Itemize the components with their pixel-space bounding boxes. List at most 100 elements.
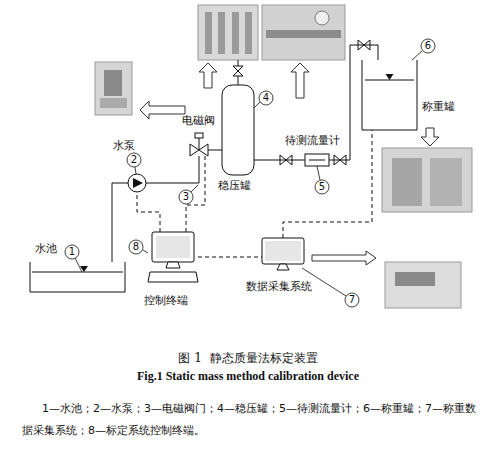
pipe-line <box>112 183 128 262</box>
valve-symbol <box>280 155 292 165</box>
photo-detail <box>218 12 225 54</box>
photo-detail <box>205 12 212 54</box>
callout-number: 3 <box>179 190 193 204</box>
control-terminal: 控制终端 <box>148 232 198 282</box>
callout-circle <box>65 245 79 259</box>
water-pool: 水池 <box>30 262 125 292</box>
pump-mark <box>133 178 143 188</box>
shape-outline <box>305 154 329 166</box>
photo-detail <box>430 158 462 206</box>
leader-line <box>317 166 320 180</box>
signal-line <box>137 192 160 232</box>
component-label: 数据采集系统 <box>246 280 312 293</box>
shape-outline <box>222 85 254 175</box>
signal-line <box>186 156 205 232</box>
photo-frame <box>385 262 461 308</box>
photo-detail <box>232 12 239 54</box>
photo-frame <box>382 148 472 212</box>
water-level-mark <box>386 74 394 80</box>
shape-outline <box>190 144 208 156</box>
callout-number: 7 <box>345 293 359 307</box>
photo-detail <box>266 30 341 38</box>
valve-symbol <box>358 40 370 50</box>
callout-circle <box>315 180 329 194</box>
callout-circle <box>129 240 143 254</box>
meter-body <box>305 154 329 166</box>
screen <box>156 236 190 258</box>
shape-outline <box>362 60 417 130</box>
leader-line <box>254 102 260 108</box>
callouts <box>65 39 435 307</box>
hollow-arrow <box>421 128 439 146</box>
water-pump: 水泵 <box>128 174 146 192</box>
callout-circle <box>259 91 273 105</box>
callout-number: 1 <box>65 245 79 259</box>
leader-line <box>412 51 422 60</box>
stand <box>277 264 289 270</box>
pool-outline <box>30 262 125 292</box>
hollow-arrow <box>291 63 309 98</box>
component-label: 水泵 <box>113 139 135 152</box>
pipe-line <box>254 160 305 161</box>
hollow-arrow <box>199 63 217 88</box>
pump-photo <box>95 62 132 115</box>
pump-symbol <box>128 174 146 192</box>
signal-line <box>198 257 262 258</box>
flowmeter-photo <box>262 5 345 60</box>
component-label: 电磁阀 <box>182 114 215 127</box>
component-label: 水池 <box>35 242 57 255</box>
photo-detail <box>392 158 422 206</box>
component-label: 稳压罐 <box>218 179 251 192</box>
pipe-line <box>208 150 222 151</box>
data-acquisition-system: 数据采集系统 <box>262 238 304 270</box>
figure-caption: 图 1 静态质量法标定装置 <box>0 351 496 365</box>
keyboard <box>148 272 198 282</box>
tank-photo <box>198 5 258 60</box>
water-level-mark <box>80 266 88 272</box>
vent-pipe <box>238 60 239 66</box>
tank-outline <box>222 85 254 175</box>
leader-line <box>135 167 136 174</box>
photo-detail <box>245 12 252 54</box>
component-label: 控制终端 <box>144 294 188 307</box>
photo-frame <box>198 5 258 60</box>
hollow-arrow <box>312 251 376 265</box>
signal-line <box>283 130 372 238</box>
valve-stem <box>199 138 200 150</box>
callout-circle <box>345 293 359 307</box>
solenoid-valve: 电磁阀 <box>190 144 208 156</box>
surge-tank: 稳压罐 <box>222 85 254 175</box>
water-level <box>32 272 123 273</box>
photo-frame <box>262 5 345 60</box>
meter-mark <box>309 160 325 161</box>
photo-detail <box>104 70 122 96</box>
component-label: 待测流量计 <box>285 134 340 147</box>
callout-number: 6 <box>421 39 435 53</box>
valve-symbol <box>233 66 243 76</box>
shape-outline <box>148 232 198 282</box>
figure-caption-en: Fig.1 Static mass method calibration dev… <box>0 369 496 383</box>
callout-circle <box>127 153 141 167</box>
valve-symbol <box>334 155 346 165</box>
weighing-tank-photo <box>382 148 472 212</box>
leader-line <box>75 258 82 272</box>
weigh-tank-outline <box>362 60 417 130</box>
flowmeter: 待测流量计 <box>305 154 329 166</box>
pipe-line <box>329 45 378 160</box>
callout-number: 5 <box>315 180 329 194</box>
callout-number: 2 <box>127 153 141 167</box>
callout-circle <box>179 190 193 204</box>
hollow-arrow <box>140 101 185 119</box>
weighing-tank: 称重罐 <box>362 60 417 130</box>
callout-number: 4 <box>259 91 273 105</box>
screen <box>265 241 301 261</box>
monitor <box>262 238 304 264</box>
photo-detail <box>315 11 329 25</box>
shape-outline <box>128 174 146 192</box>
pipe-line <box>146 156 199 183</box>
